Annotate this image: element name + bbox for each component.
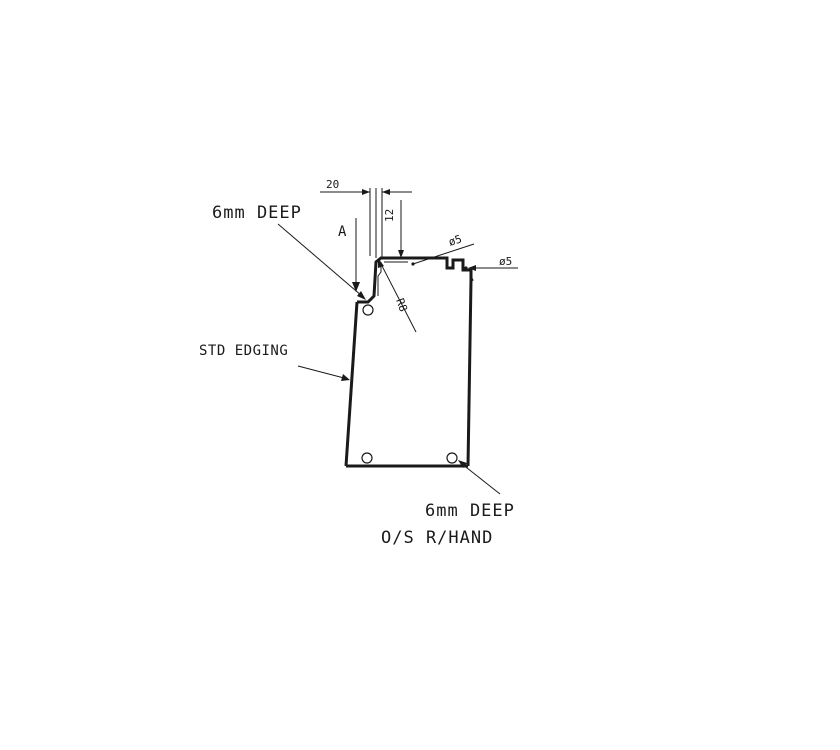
section-a-label: A: [338, 224, 347, 240]
radius-callout: R8: [378, 258, 417, 333]
section-a-marker: A: [338, 218, 360, 292]
std-edging-callout: STD EDGING: [199, 343, 350, 381]
hole-bottom-left: [361, 452, 373, 464]
hole-bottom-right: [446, 452, 458, 464]
panel-outline: [344, 256, 474, 468]
dimension-20: 20: [320, 178, 412, 258]
hole-center-callout: ø5: [412, 232, 475, 265]
hole-right-label: ø5: [499, 255, 512, 268]
top-deep-callout: 6mm DEEP: [212, 203, 366, 300]
hole-right-dot: [464, 266, 468, 270]
std-edging-label: STD EDGING: [199, 343, 288, 359]
panel-left-edge: [344, 301, 359, 467]
dim-20-label: 20: [326, 178, 339, 191]
dimension-12: 12: [383, 200, 408, 263]
hole-top-left: [362, 304, 374, 316]
panel-right-edge: [466, 277, 474, 467]
top-deep-label: 6mm DEEP: [212, 203, 302, 223]
os-hand-label: O/S R/HAND: [381, 528, 493, 548]
bottom-deep-label: 6mm DEEP: [425, 501, 515, 521]
radius-label: R8: [393, 297, 410, 314]
hole-center-label: ø5: [447, 232, 464, 248]
dim-12-label: 12: [383, 209, 396, 222]
hole-right-callout: ø5: [468, 255, 518, 271]
panel-top-profile: [357, 256, 473, 304]
bottom-deep-callout: 6mm DEEP O/S R/HAND: [381, 460, 515, 548]
